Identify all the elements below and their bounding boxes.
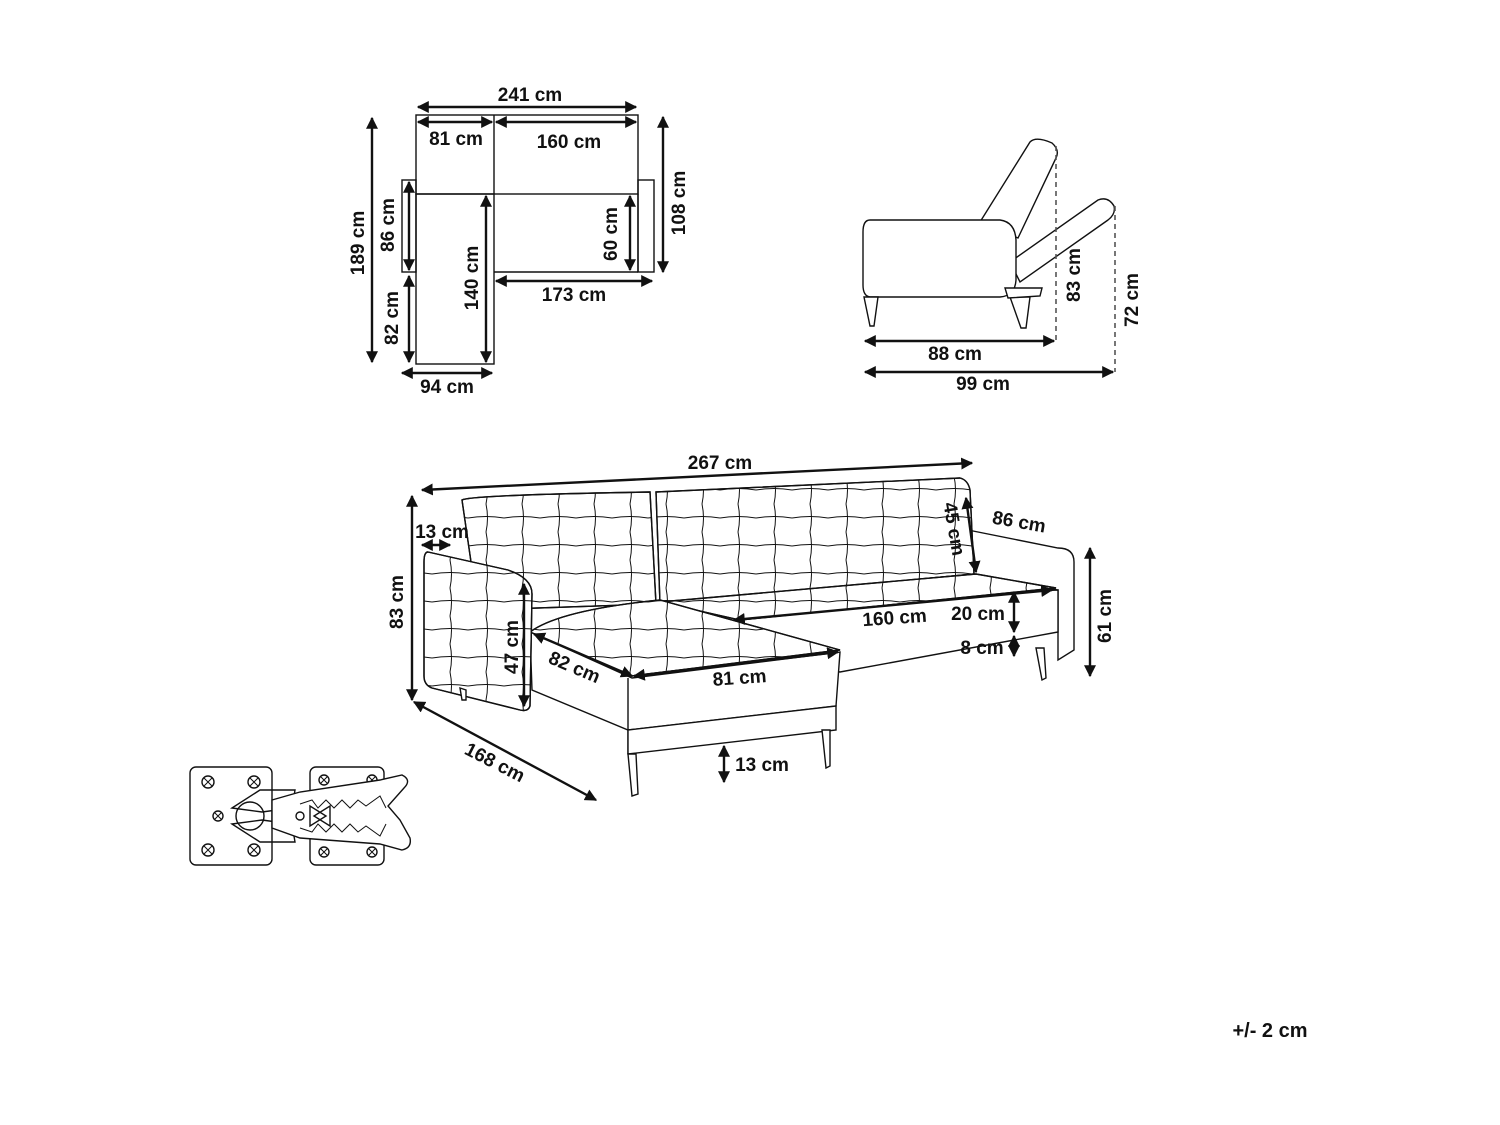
dim-173: 173 cm (542, 285, 606, 306)
dim-83-side: 83 cm (1064, 248, 1085, 302)
side-view-sofa (862, 138, 1116, 329)
connector-bracket-illustration (189, 766, 412, 866)
top-view-outline (401, 114, 655, 365)
dim-60: 60 cm (601, 207, 622, 261)
dim-13-arm: 13 cm (415, 522, 469, 543)
top-view-dimension-lines (366, 101, 669, 379)
dim-88: 88 cm (928, 344, 982, 365)
dim-94: 94 cm (420, 377, 474, 398)
side-view: 88 cm 99 cm 83 cm 72 cm (862, 138, 1143, 395)
perspective-dimension-lines (406, 457, 1096, 802)
top-view: 241 cm 81 cm 160 cm 189 cm 86 cm 82 cm 1… (348, 85, 690, 398)
dim-8: 8 cm (960, 638, 1003, 659)
dim-189: 189 cm (348, 211, 369, 275)
dim-20: 20 cm (951, 604, 1005, 625)
dim-82-top: 82 cm (382, 291, 403, 345)
dim-241: 241 cm (498, 85, 562, 106)
dim-140: 140 cm (462, 246, 483, 310)
dim-267: 267 cm (688, 453, 752, 474)
dim-108: 108 cm (669, 171, 690, 235)
dim-160-persp: 160 cm (862, 606, 928, 631)
dim-99: 99 cm (956, 374, 1010, 395)
perspective-view: 267 cm 13 cm 45 cm 86 cm 83 cm 47 cm 82 … (387, 453, 1116, 802)
dim-72: 72 cm (1122, 273, 1143, 327)
dim-160-top: 160 cm (537, 132, 601, 153)
side-view-dimension-lines (863, 146, 1116, 378)
dim-81-top: 81 cm (429, 129, 483, 150)
tolerance-note: +/- 2 cm (1232, 1020, 1307, 1042)
dim-13-leg: 13 cm (735, 755, 789, 776)
dim-86-persp: 86 cm (991, 508, 1048, 538)
dim-83-persp: 83 cm (387, 575, 408, 629)
dim-86-top: 86 cm (378, 198, 399, 252)
dim-81-persp: 81 cm (712, 666, 767, 691)
dim-47: 47 cm (502, 620, 523, 674)
dim-61: 61 cm (1095, 589, 1116, 643)
